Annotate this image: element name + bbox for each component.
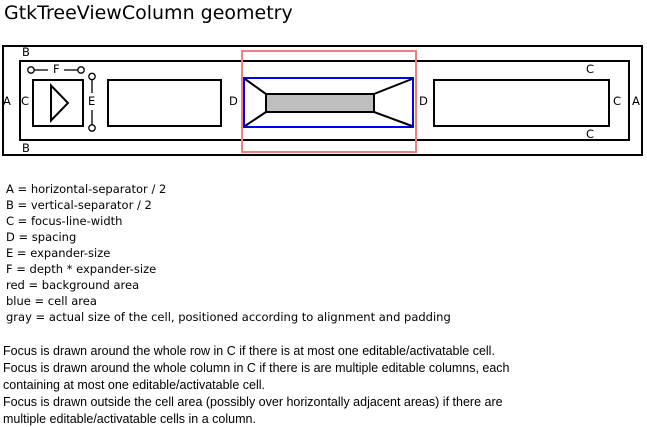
- label-c-top-right: C: [586, 62, 595, 76]
- page-title: GtkTreeViewColumn geometry: [4, 2, 293, 24]
- legend-line-blue: blue = cell area: [6, 294, 97, 308]
- focus-notes: Focus is drawn around the whole row in C…: [3, 343, 510, 427]
- legend-line-c: C = focus-line-width: [6, 214, 123, 228]
- expander-box: [32, 79, 84, 127]
- legend: A = horizontal-separator / 2 B = vertica…: [6, 181, 451, 325]
- legend-line-b: B = vertical-separator / 2: [6, 198, 152, 212]
- legend-line-f: F = depth * expander-size: [6, 262, 157, 276]
- label-c-bottom-right: C: [586, 127, 595, 141]
- label-f: F: [53, 62, 60, 76]
- cell-rect-left: [107, 79, 222, 127]
- label-d-right: D: [419, 94, 428, 108]
- note-line-2: Focus is drawn around the whole column i…: [3, 361, 510, 375]
- label-e: E: [88, 94, 96, 108]
- note-line-5: multiple editable/activatable cells in a…: [3, 412, 256, 426]
- label-a-left: A: [3, 94, 11, 108]
- note-line-4: Focus is drawn outside the cell area (po…: [3, 395, 503, 409]
- label-b-bottom: B: [22, 141, 30, 155]
- label-b-top: B: [22, 45, 30, 59]
- note-line-1: Focus is drawn around the whole row in C…: [3, 344, 495, 358]
- note-line-3: containing at most one editable/activata…: [3, 378, 265, 392]
- label-d-left: D: [229, 94, 238, 108]
- legend-line-e: E = expander-size: [6, 246, 111, 260]
- actual-cell-size-rect: [265, 93, 375, 113]
- label-c-left: C: [21, 94, 30, 108]
- legend-line-gray: gray = actual size of the cell, position…: [6, 310, 451, 324]
- legend-line-d: D = spacing: [6, 230, 77, 244]
- label-c-right: C: [613, 94, 622, 108]
- cell-rect-right: [433, 79, 610, 127]
- legend-line-a: A = horizontal-separator / 2: [6, 182, 167, 196]
- legend-line-red: red = background area: [6, 278, 140, 292]
- label-a-right: A: [632, 94, 640, 108]
- background-area-rect: [241, 50, 417, 153]
